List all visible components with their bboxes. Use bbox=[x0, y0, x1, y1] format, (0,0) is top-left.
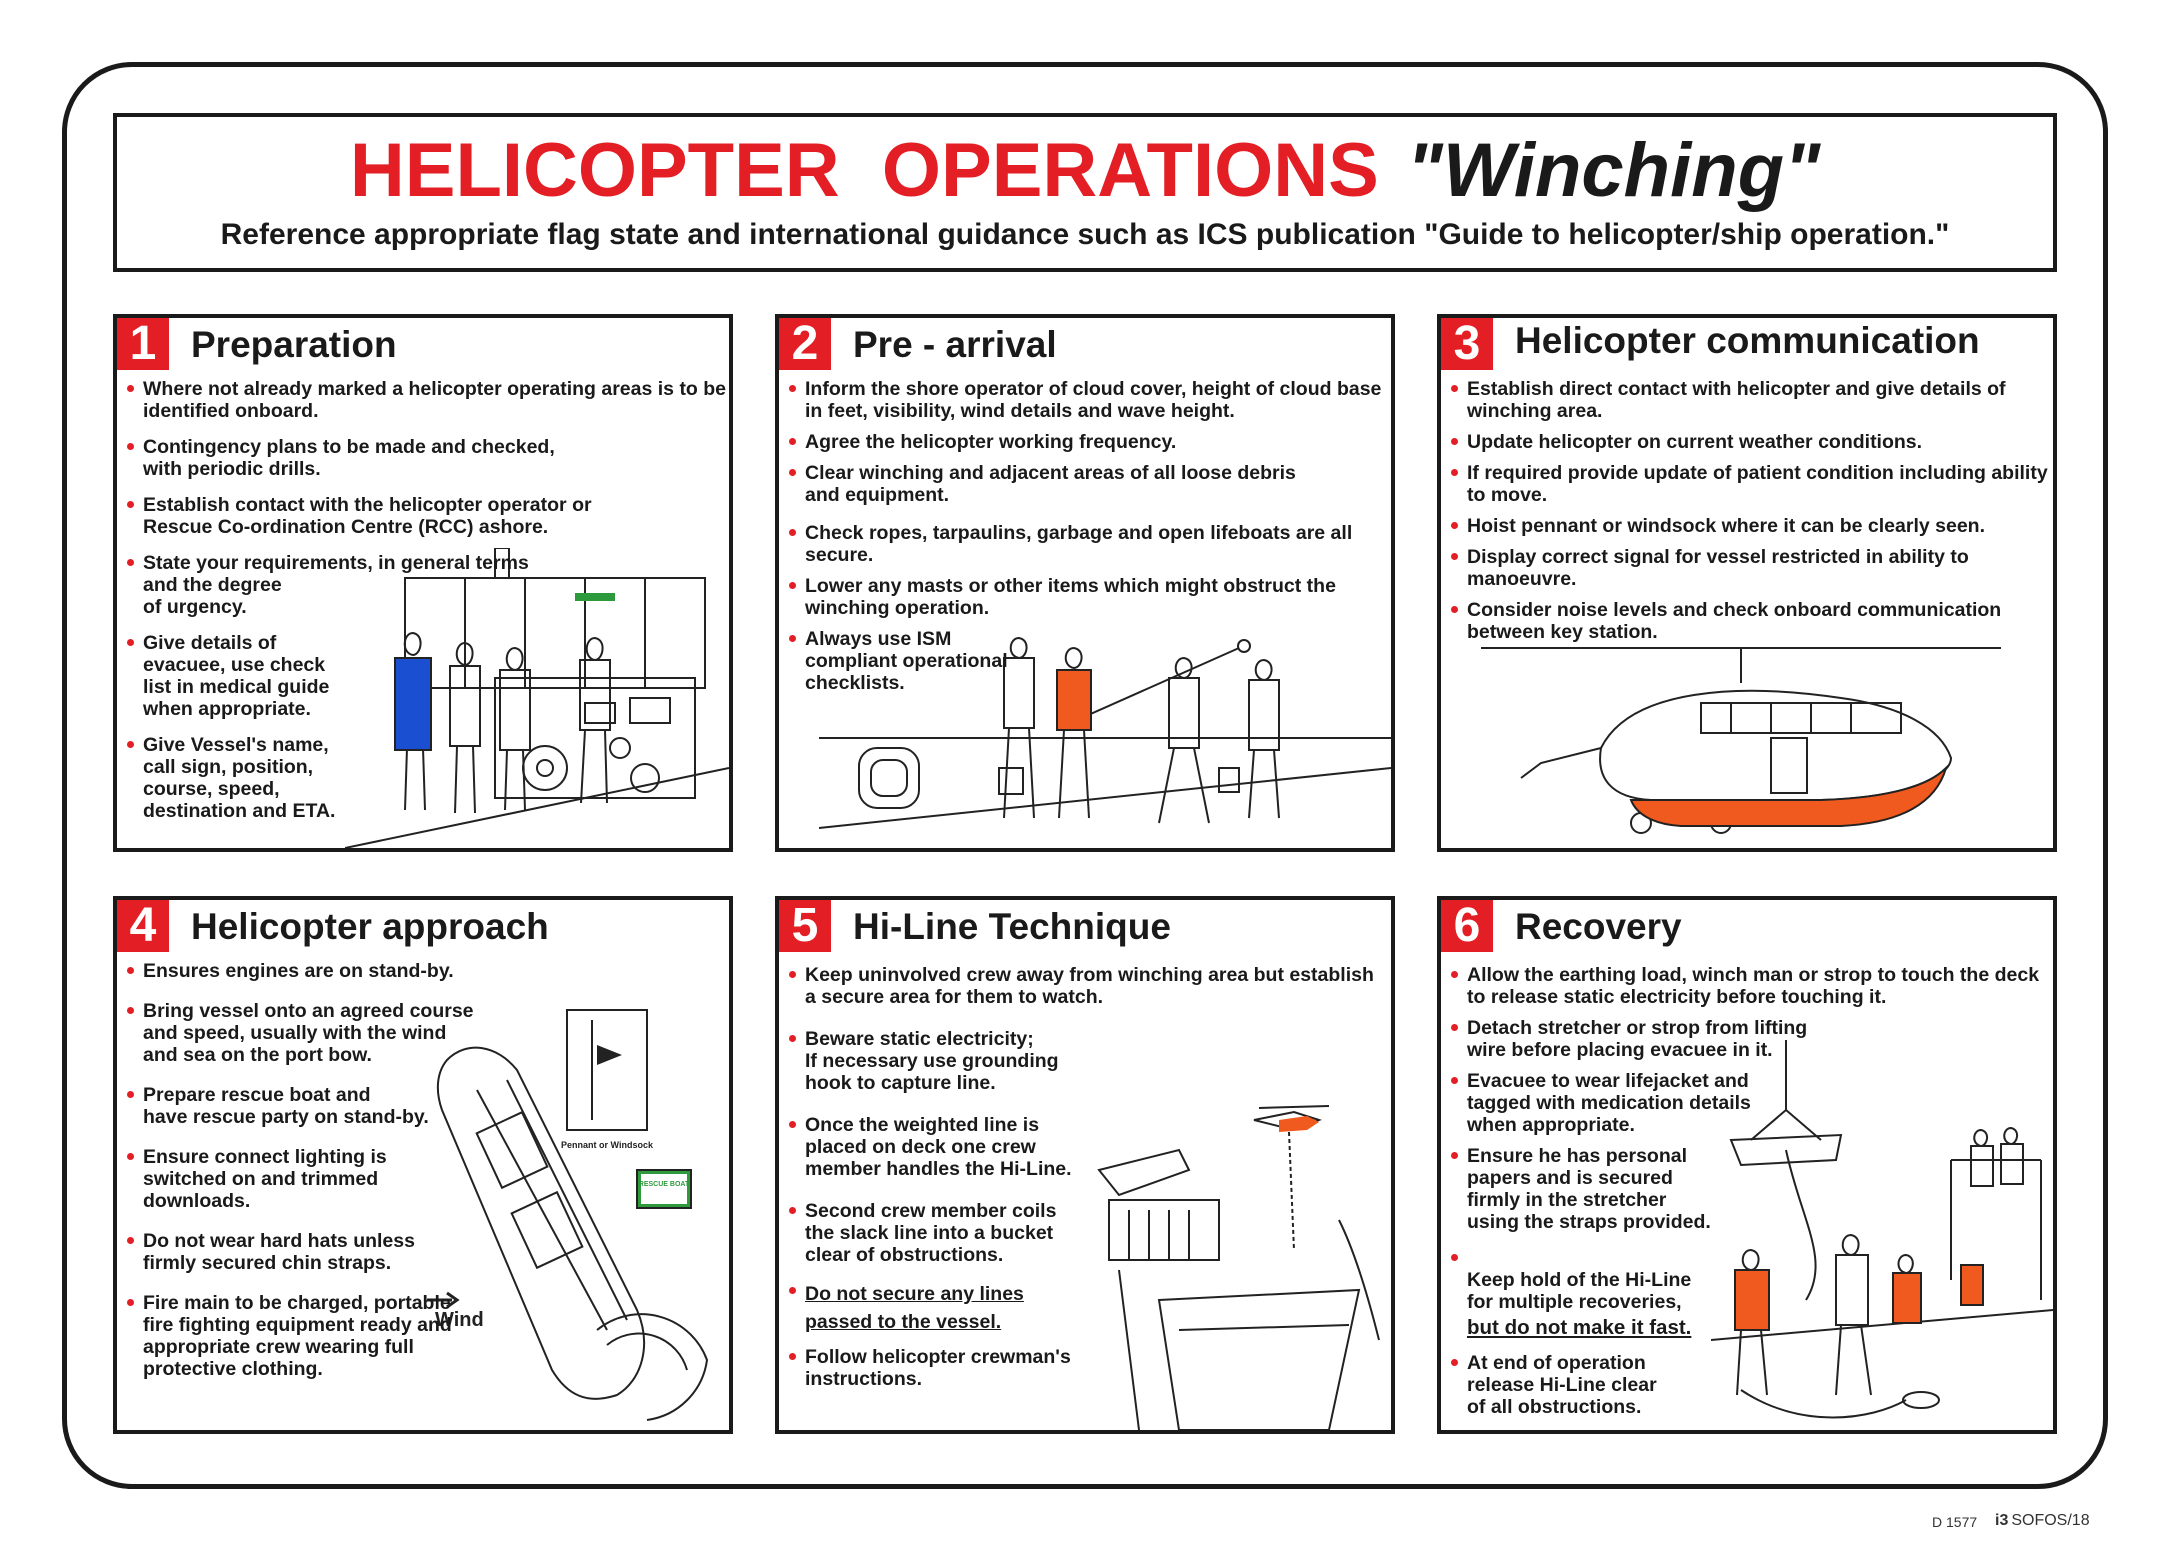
panel-list: Establish direct contact with helicopter… bbox=[1451, 378, 2048, 652]
warning-text: Do not secure any lines passed to the ve… bbox=[789, 1280, 1374, 1336]
panel-number: 2 bbox=[779, 318, 831, 370]
list-item: Ensure connect lighting is switched on a… bbox=[127, 1146, 474, 1212]
list-item: Inform the shore operator of cloud cover… bbox=[789, 378, 1381, 422]
list-item: Prepare rescue boat and have rescue part… bbox=[127, 1084, 474, 1128]
list-item: Consider noise levels and check onboard … bbox=[1451, 599, 2048, 643]
panel-title: Helicopter communication bbox=[1515, 320, 1980, 361]
panel-number: 3 bbox=[1441, 318, 1493, 370]
list-item: Keep uninvolved crew away from winching … bbox=[789, 964, 1374, 1008]
title-winching: "Winching" bbox=[1406, 128, 1821, 213]
list-item: Give Vessel's name, call sign, position,… bbox=[127, 734, 726, 822]
poster-header: HELICOPTER OPERATIONS "Winching" Referenc… bbox=[113, 113, 2057, 272]
rescue-boat-sign: RESCUE BOAT bbox=[639, 1181, 690, 1188]
recovery-stretcher-illustration bbox=[1711, 1040, 2053, 1419]
panel-recovery: 6 Recovery Allow the earthing load, winc… bbox=[1437, 896, 2057, 1434]
list-item: Do not wear hard hats unless firmly secu… bbox=[127, 1230, 474, 1274]
panel-pre-arrival: 2 Pre - arrival Inform the shore operato… bbox=[775, 314, 1395, 852]
warning-text-content: Do not secure any lines passed to the ve… bbox=[805, 1283, 1024, 1333]
panel-title: Helicopter approach bbox=[191, 906, 549, 947]
list-item: Fire main to be charged, portable fire f… bbox=[127, 1292, 474, 1380]
list-item: Hoist pennant or windsock where it can b… bbox=[1451, 515, 2048, 537]
brand-name: SOFOS/18 bbox=[2011, 1512, 2090, 1529]
panel-list: Where not already marked a helicopter op… bbox=[127, 378, 726, 831]
panel-hi-line-technique: 5 Hi-Line Technique Keep uninvolved crew… bbox=[775, 896, 1395, 1434]
list-item: State your requirements, in general term… bbox=[127, 552, 726, 618]
poster-frame bbox=[62, 62, 2108, 1489]
list-item: Give details of evacuee, use check list … bbox=[127, 632, 726, 720]
bridge-crew-illustration bbox=[345, 548, 729, 848]
list-item: Follow helicopter crewman's instructions… bbox=[789, 1346, 1374, 1390]
brand-mark: i3 bbox=[1995, 1512, 2009, 1529]
list-item: Establish contact with the helicopter op… bbox=[127, 494, 726, 538]
page-title: HELICOPTER OPERATIONS "Winching" bbox=[117, 127, 2053, 214]
panel-title: Pre - arrival bbox=[853, 324, 1057, 365]
vessel-approach-illustration: RESCUE BOAT Pennant or Windsock Wind bbox=[427, 1009, 709, 1421]
title-main: HELICOPTER OPERATIONS bbox=[349, 128, 1379, 213]
hi-line-ship-illustration bbox=[1097, 1105, 1380, 1430]
list-item: At end of operation release Hi-Line clea… bbox=[1451, 1352, 2039, 1418]
page-subtitle: Reference appropriate flag state and int… bbox=[220, 218, 1950, 252]
panel-number: 4 bbox=[117, 900, 169, 952]
list-item: Check ropes, tarpaulins, garbage and ope… bbox=[789, 522, 1381, 566]
wind-label: Wind bbox=[435, 1309, 484, 1331]
panel-helicopter-approach: 4 Helicopter approach Ensures engines ar… bbox=[113, 896, 733, 1434]
panel-list: Ensures engines are on stand-by. Bring v… bbox=[127, 960, 474, 1389]
list-item-text: Keep hold of the Hi-Line for multiple re… bbox=[1467, 1269, 1692, 1313]
list-item: Once the weighted line is placed on deck… bbox=[789, 1114, 1374, 1180]
panel-number: 5 bbox=[779, 900, 831, 952]
list-item: Update helicopter on current weather con… bbox=[1451, 431, 2048, 453]
list-item: Ensure he has personal papers and is sec… bbox=[1451, 1145, 2039, 1233]
list-item: Allow the earthing load, winch man or st… bbox=[1451, 964, 2039, 1008]
list-item: Evacuee to wear lifejacket and tagged wi… bbox=[1451, 1070, 2039, 1136]
panel-number: 1 bbox=[117, 318, 169, 370]
panel-title: Recovery bbox=[1515, 906, 1682, 947]
panel-preparation: 1 Preparation Where not already marked a… bbox=[113, 314, 733, 852]
list-item: Contingency plans to be made and checked… bbox=[127, 436, 726, 480]
list-item: Establish direct contact with helicopter… bbox=[1451, 378, 2048, 422]
list-item: Always use ISM compliant operational che… bbox=[789, 628, 1381, 694]
list-item: Ensures engines are on stand-by. bbox=[127, 960, 474, 982]
list-item: Lower any masts or other items which mig… bbox=[789, 575, 1381, 619]
emphasis-text: but do not make it fast. bbox=[1467, 1316, 1692, 1339]
panel-list: Keep uninvolved crew away from winching … bbox=[789, 964, 1374, 1399]
list-item: Detach stretcher or strop from lifting w… bbox=[1451, 1017, 2039, 1061]
list-item: Beware static electricity; If necessary … bbox=[789, 1028, 1374, 1094]
product-code: D 1577 bbox=[1932, 1514, 1978, 1530]
list-item: Keep hold of the Hi-Line for multiple re… bbox=[1451, 1247, 2039, 1343]
panel-list: Allow the earthing load, winch man or st… bbox=[1451, 964, 2039, 1427]
rescue-helicopter-illustration bbox=[1481, 647, 2001, 834]
list-item: Second crew member coils the slack line … bbox=[789, 1200, 1374, 1266]
list-item: Where not already marked a helicopter op… bbox=[127, 378, 726, 422]
list-item: If required provide update of patient co… bbox=[1451, 462, 2048, 506]
panel-helicopter-communication: 3 Helicopter communication Establish dir… bbox=[1437, 314, 2057, 852]
list-item: Display correct signal for vessel restri… bbox=[1451, 546, 2048, 590]
list-item: Bring vessel onto an agreed course and s… bbox=[127, 1000, 474, 1066]
panel-title: Hi-Line Technique bbox=[853, 906, 1171, 947]
panel-title: Preparation bbox=[191, 324, 397, 365]
list-item: Agree the helicopter working frequency. bbox=[789, 431, 1381, 453]
list-item: Clear winching and adjacent areas of all… bbox=[789, 462, 1381, 506]
crew-clearing-deck-illustration bbox=[819, 636, 1391, 829]
panel-number: 6 bbox=[1441, 900, 1493, 952]
panel-list: Inform the shore operator of cloud cover… bbox=[789, 378, 1381, 703]
pennant-label: Pennant or Windsock bbox=[561, 1140, 654, 1150]
